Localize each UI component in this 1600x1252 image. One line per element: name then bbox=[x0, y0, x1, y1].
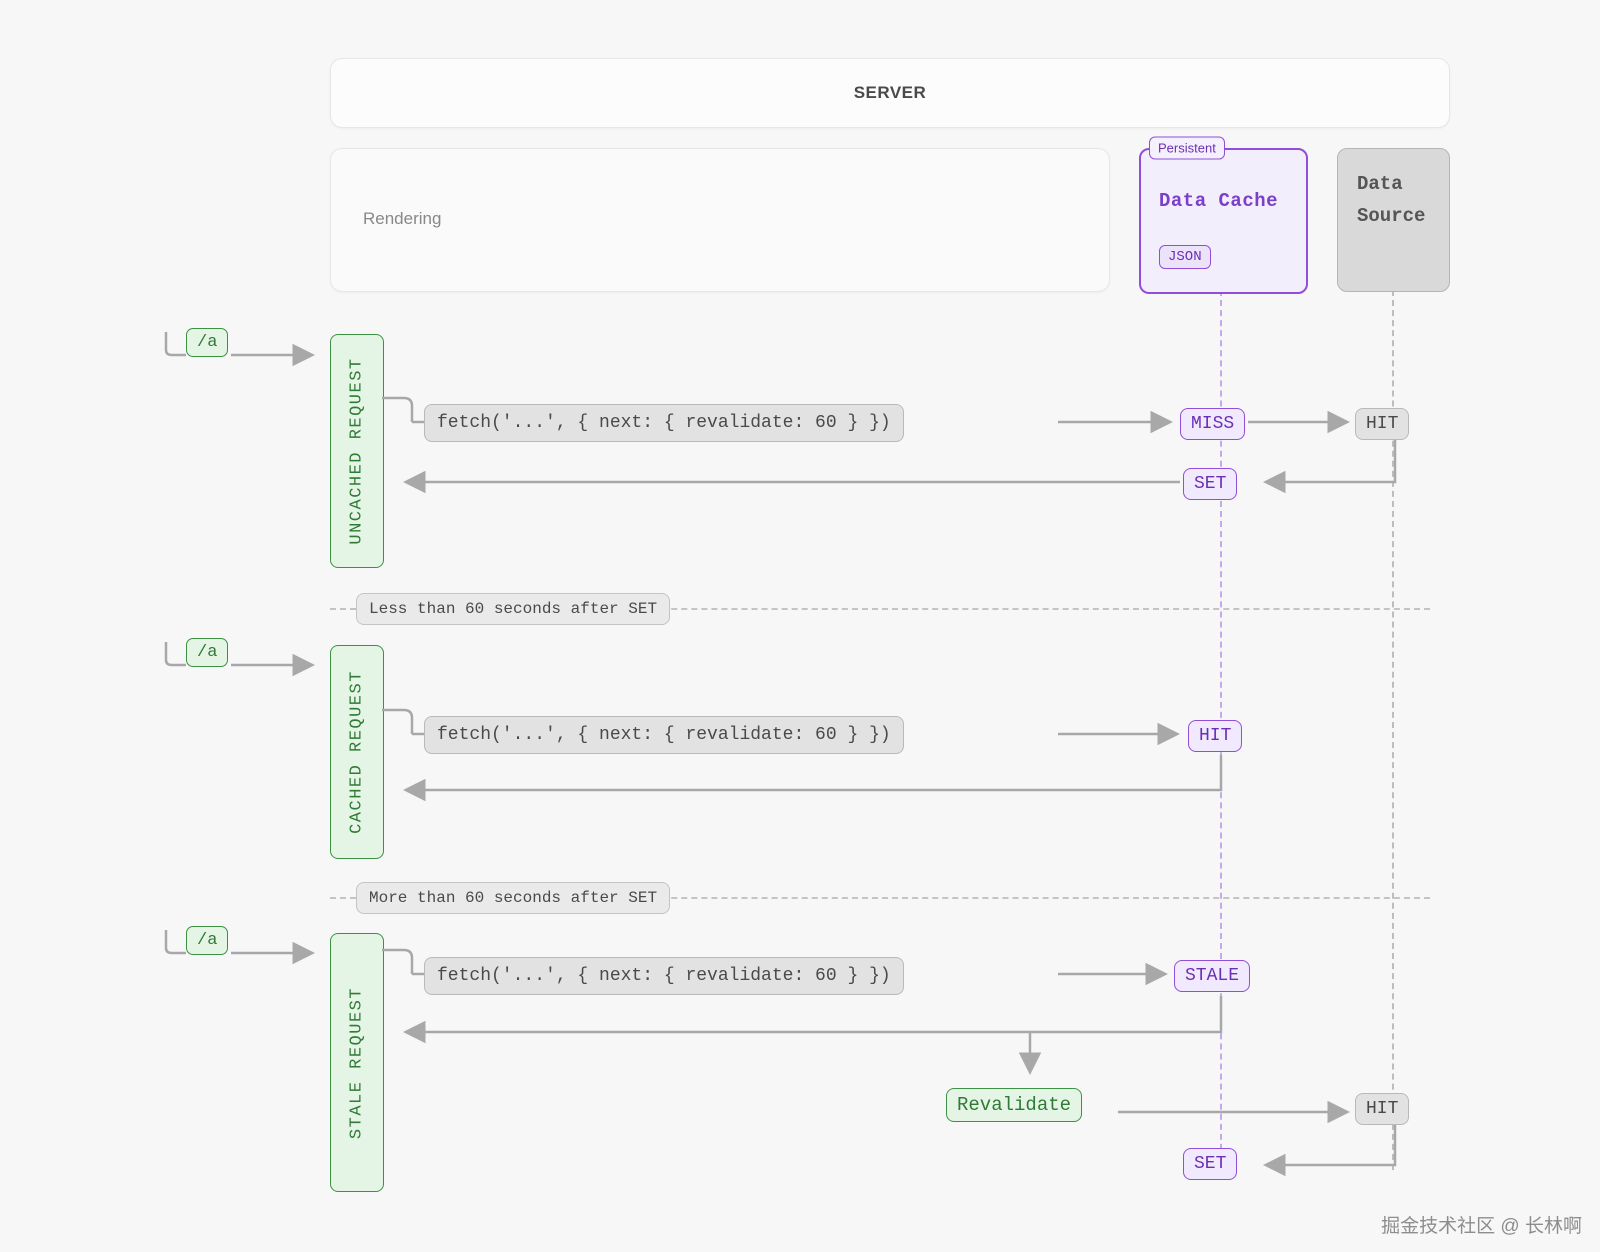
server-label: SERVER bbox=[853, 83, 927, 102]
route-chip-cached: /a bbox=[186, 638, 229, 667]
status-set-stale: SET bbox=[1183, 1148, 1238, 1180]
watermark: 掘金技术社区 @ 长林啊 bbox=[1381, 1216, 1582, 1237]
status-hit-cached: HIT bbox=[1188, 720, 1243, 752]
data-source-title: Data Source bbox=[1357, 168, 1425, 233]
status-hit-uncached: HIT bbox=[1355, 408, 1410, 440]
lane-label-uncached: UNCACHED REQUEST bbox=[347, 357, 367, 545]
data-cache-container bbox=[1139, 148, 1308, 294]
server-container: SERVER bbox=[330, 58, 1450, 128]
data-source-lifeline bbox=[1392, 290, 1394, 1170]
route-chip-stale: /a bbox=[186, 926, 229, 955]
persistent-badge: Persistent bbox=[1149, 136, 1225, 160]
lane-label-stale: STALE REQUEST bbox=[347, 986, 367, 1139]
route-chip-uncached: /a bbox=[186, 328, 229, 357]
lane-stale-request: STALE REQUEST bbox=[330, 933, 384, 1192]
status-hit-stale: HIT bbox=[1355, 1093, 1410, 1125]
fetch-code-cached: fetch('...', { next: { revalidate: 60 } … bbox=[424, 716, 904, 754]
fetch-code-stale: fetch('...', { next: { revalidate: 60 } … bbox=[424, 957, 904, 995]
separator-line-1 bbox=[330, 608, 1430, 610]
status-miss: MISS bbox=[1180, 408, 1246, 440]
data-source-line2: Source bbox=[1357, 205, 1426, 228]
status-revalidate: Revalidate bbox=[946, 1088, 1083, 1122]
data-source-container bbox=[1337, 148, 1450, 292]
separator-chip-1: Less than 60 seconds after SET bbox=[356, 593, 671, 625]
rendering-label: Rendering bbox=[363, 209, 442, 228]
data-cache-title: Data Cache bbox=[1159, 190, 1279, 212]
lane-cached-request: CACHED REQUEST bbox=[330, 645, 384, 859]
separator-line-2 bbox=[330, 897, 1430, 899]
lane-uncached-request: UNCACHED REQUEST bbox=[330, 334, 384, 568]
rendering-container: Rendering bbox=[330, 148, 1110, 292]
separator-chip-2: More than 60 seconds after SET bbox=[356, 882, 671, 914]
data-source-line1: Data bbox=[1357, 173, 1403, 195]
status-set-uncached: SET bbox=[1183, 468, 1238, 500]
lane-label-cached: CACHED REQUEST bbox=[347, 670, 367, 834]
json-badge: JSON bbox=[1159, 245, 1211, 269]
status-stale: STALE bbox=[1174, 960, 1251, 992]
fetch-code-uncached: fetch('...', { next: { revalidate: 60 } … bbox=[424, 404, 904, 442]
